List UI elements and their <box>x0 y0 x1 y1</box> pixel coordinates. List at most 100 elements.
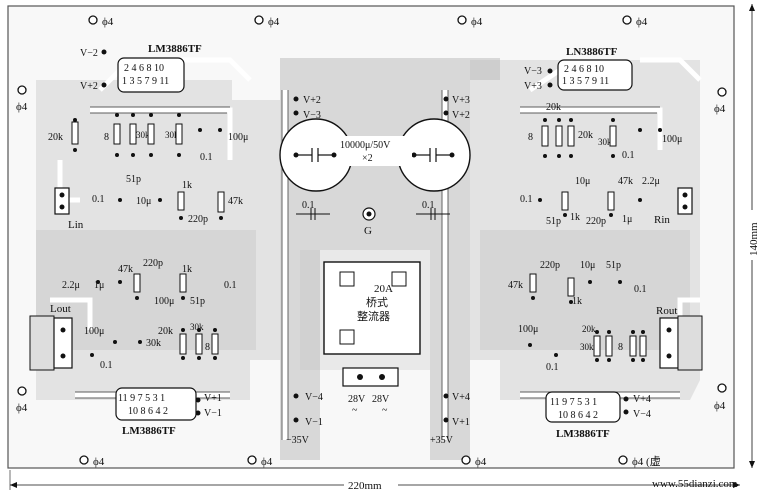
svg-text:1 3 5 7 9 11: 1 3 5 7 9 11 <box>122 76 169 87</box>
components-top-left: 20k 8 30k 30k 100μ 0.1 51p 0.1 10μ 1k 22… <box>48 113 248 225</box>
power-rails-center: V+2 V−3 V+3 V+2 V−4 V−1 V+4 V+1 −35V +35… <box>286 95 470 446</box>
ac-input-terminal[interactable]: 28V 28V ~ ~ <box>342 367 399 416</box>
svg-text:20k: 20k <box>578 130 593 141</box>
svg-text:8: 8 <box>618 342 623 353</box>
svg-text:220p: 220p <box>540 260 560 271</box>
svg-text:V−3: V−3 <box>303 110 321 121</box>
dimension-height: 140mm <box>745 4 761 468</box>
svg-text:1k: 1k <box>182 180 192 191</box>
svg-text:0.1: 0.1 <box>546 362 559 373</box>
svg-text:V+2: V+2 <box>80 81 98 92</box>
svg-text:ϕ4: ϕ4 <box>16 402 28 414</box>
svg-text:220p: 220p <box>188 214 208 225</box>
ground-point: G <box>362 207 376 237</box>
svg-text:LM3886TF: LM3886TF <box>148 43 202 55</box>
mounting-hole: ϕ4 <box>622 15 648 28</box>
svg-text:ϕ4: ϕ4 <box>471 16 483 28</box>
svg-text:0.1: 0.1 <box>92 194 105 205</box>
ic-bottom-left: 11 9 7 5 3 1 10 8 6 4 2 LM3886TF V+1 V−1 <box>115 387 222 437</box>
mounting-holes: ϕ4 ϕ4 ϕ4 ϕ4 ϕ4 ϕ4 ϕ4 ϕ4 ϕ4 ϕ4 ϕ4 ϕ4 (虚 <box>16 15 727 468</box>
svg-text:V+1: V+1 <box>204 393 222 404</box>
svg-text:20A: 20A <box>374 283 393 295</box>
bridge-rectifier: 20A 桥式 整流器 <box>323 261 421 355</box>
svg-text:51p: 51p <box>546 216 561 227</box>
svg-text:V−4: V−4 <box>305 392 323 403</box>
components-bottom-left: 2.2μ 1μ 47k 220p 1k 100μ 51p 0.1 100μ 30… <box>62 258 237 371</box>
svg-text:ϕ4: ϕ4 <box>261 456 273 468</box>
watermark: www.55dianzi.com <box>652 478 738 490</box>
svg-text:20k: 20k <box>546 102 561 113</box>
mounting-hole: ϕ4 <box>461 455 487 468</box>
input-connector-right[interactable]: Rin <box>654 187 693 226</box>
svg-text:V+2: V+2 <box>303 95 321 106</box>
svg-text:10000μ/50V: 10000μ/50V <box>340 140 391 151</box>
svg-text:28V: 28V <box>372 394 390 405</box>
svg-text:0.1: 0.1 <box>520 194 533 205</box>
svg-text:1μ: 1μ <box>94 280 104 291</box>
svg-text:10 8 6 4 2: 10 8 6 4 2 <box>558 410 598 421</box>
svg-text:V+3: V+3 <box>452 95 470 106</box>
svg-text:−35V: −35V <box>286 435 310 446</box>
svg-text:ϕ4: ϕ4 <box>714 400 726 412</box>
svg-text:V+1: V+1 <box>452 417 470 428</box>
svg-text:ϕ4: ϕ4 <box>93 456 105 468</box>
mounting-hole: ϕ4 (虚 <box>618 455 661 468</box>
mounting-hole: ϕ4 <box>79 455 105 468</box>
svg-text:10 8 6 4 2: 10 8 6 4 2 <box>128 406 168 417</box>
svg-text:30k: 30k <box>165 130 179 140</box>
svg-text:100μ: 100μ <box>84 326 104 337</box>
output-connector-left[interactable]: Lout <box>29 303 73 371</box>
svg-text:1μ: 1μ <box>622 214 632 225</box>
svg-text:0.1: 0.1 <box>422 200 435 211</box>
input-connector-left[interactable]: Lin <box>54 187 84 231</box>
mounting-hole: ϕ4 <box>457 15 483 28</box>
svg-text:10μ: 10μ <box>575 176 590 187</box>
rin-label: Rin <box>654 214 670 226</box>
svg-text:V+4: V+4 <box>452 392 470 403</box>
svg-text:47k: 47k <box>618 176 633 187</box>
svg-text:1 3 5 7 9 11: 1 3 5 7 9 11 <box>562 76 609 87</box>
svg-text:30k: 30k <box>146 338 161 349</box>
mounting-hole: ϕ4 <box>16 386 28 414</box>
svg-text:LN3886TF: LN3886TF <box>566 46 618 58</box>
mounting-hole: ϕ4 <box>16 85 28 113</box>
svg-text:LM3886TF: LM3886TF <box>122 425 176 437</box>
svg-text:1k: 1k <box>570 212 580 223</box>
mounting-hole: ϕ4 <box>88 15 114 28</box>
ic-top-right: LN3886TF 2 4 6 8 10 1 3 5 7 9 11 V−3 V+3 <box>524 46 633 92</box>
svg-text:11 9 7 5 3 1: 11 9 7 5 3 1 <box>118 393 165 404</box>
rout-label: Rout <box>656 305 677 317</box>
svg-text:0.1: 0.1 <box>302 200 315 211</box>
svg-text:LM3886TF: LM3886TF <box>556 428 610 440</box>
mounting-hole: ϕ4 <box>247 455 273 468</box>
svg-text:20k: 20k <box>158 326 173 337</box>
output-connector-right[interactable]: Rout <box>656 305 703 371</box>
height-label: 140mm <box>748 222 760 256</box>
svg-text:+35V: +35V <box>430 435 454 446</box>
svg-text:220p: 220p <box>586 216 606 227</box>
svg-text:V−4: V−4 <box>633 409 651 420</box>
ic-bottom-right: 11 9 7 5 3 1 10 8 6 4 2 LM3886TF V+4 V−4 <box>545 391 651 440</box>
svg-text:ϕ4: ϕ4 <box>475 456 487 468</box>
svg-text:G: G <box>364 225 372 237</box>
svg-text:0.1: 0.1 <box>100 360 113 371</box>
svg-text:47k: 47k <box>228 196 243 207</box>
svg-text:10μ: 10μ <box>136 196 151 207</box>
svg-text:ϕ4: ϕ4 <box>268 16 280 28</box>
svg-text:~: ~ <box>352 405 358 416</box>
svg-text:100μ: 100μ <box>518 324 538 335</box>
ic-top-left: LM3886TF 2 4 6 8 10 1 3 5 7 9 11 <box>117 43 202 93</box>
svg-text:220p: 220p <box>143 258 163 269</box>
svg-text:8: 8 <box>528 132 533 143</box>
svg-text:47k: 47k <box>508 280 523 291</box>
mounting-hole: ϕ4 <box>254 15 280 28</box>
svg-text:V−2: V−2 <box>80 48 98 59</box>
svg-text:ϕ4 (虚: ϕ4 (虚 <box>632 455 661 468</box>
mounting-hole: ϕ4 <box>714 87 727 115</box>
svg-text:ϕ4: ϕ4 <box>102 16 114 28</box>
svg-text:30k: 30k <box>136 130 150 140</box>
svg-text:30k: 30k <box>580 342 594 352</box>
lout-label: Lout <box>50 303 71 315</box>
svg-text:28V: 28V <box>348 394 366 405</box>
